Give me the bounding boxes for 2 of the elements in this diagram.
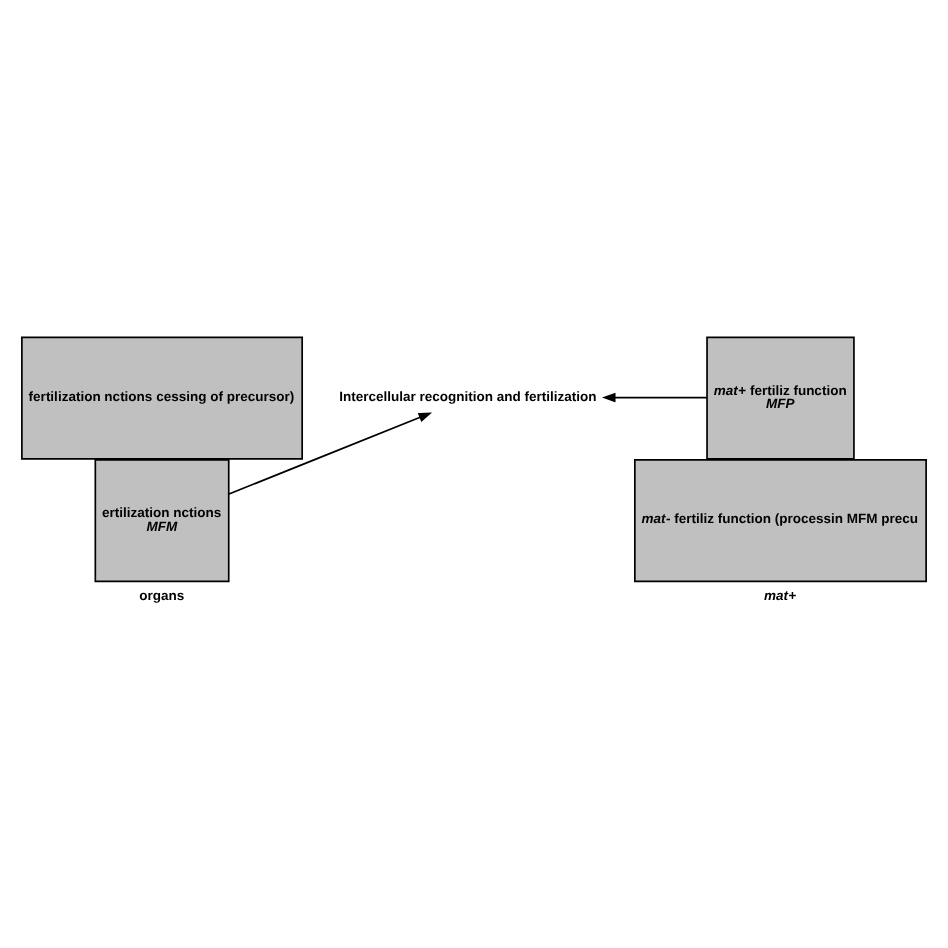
arrow xyxy=(602,391,708,402)
arrow xyxy=(228,411,433,494)
